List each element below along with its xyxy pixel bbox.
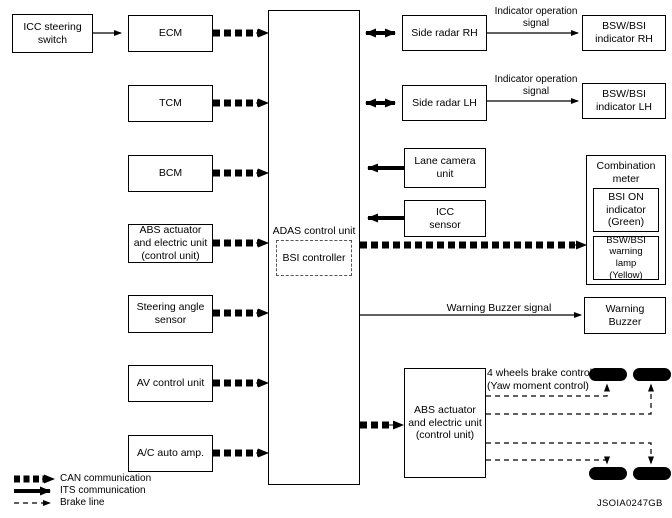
node-icc-sensor[interactable]: ICC sensor <box>404 200 486 237</box>
label-indicator-operation-signal-lh: Indicator operation signal <box>494 74 578 97</box>
node-bsw-bsi-indicator-rh[interactable]: BSW/BSI indicator RH <box>582 15 666 51</box>
node-label: BSI controller <box>282 251 346 264</box>
node-label: AV control unit <box>136 377 205 390</box>
node-icc-steering-switch[interactable]: ICC steering switch <box>12 14 93 53</box>
node-label: ICC steering switch <box>23 20 82 46</box>
node-bsi-on-indicator[interactable]: BSI ON indicator (Green) <box>593 188 659 232</box>
node-label: BCM <box>158 167 183 180</box>
node-ecm[interactable]: ECM <box>128 15 213 52</box>
can-links-left <box>213 29 258 457</box>
combination-meter-label: Combination meter <box>596 160 656 185</box>
node-label: BSW/BSI warning lamp (Yellow) <box>606 234 646 281</box>
node-label: A/C auto amp. <box>136 447 205 460</box>
legend-item-its: ITS communication <box>60 485 146 496</box>
node-label: ICC sensor <box>429 205 461 231</box>
node-label: Side radar RH <box>411 26 478 39</box>
node-label: BSW/BSI indicator RH <box>595 20 653 45</box>
legend-item-can: CAN communication <box>60 473 152 484</box>
node-label: Lane camera unit <box>414 155 476 180</box>
node-warning-buzzer[interactable]: Warning Buzzer <box>584 297 666 334</box>
wheel-rear-left <box>589 467 627 480</box>
wheel-front-left <box>589 368 627 381</box>
node-label: ABS actuator and electric unit (control … <box>133 224 208 262</box>
node-av-control-unit[interactable]: AV control unit <box>128 365 213 402</box>
node-label: BSW/BSI indicator LH <box>595 88 653 113</box>
wheel-front-right <box>633 368 671 381</box>
node-abs-actuator-right[interactable]: ABS actuator and electric unit (control … <box>404 368 486 478</box>
label-4-wheels-brake-control: 4 wheels brake control (Yaw moment contr… <box>487 367 593 392</box>
node-bsw-bsi-indicator-lh[interactable]: BSW/BSI indicator LH <box>582 83 666 119</box>
node-label: ABS actuator and electric unit (control … <box>408 403 482 442</box>
node-bsw-bsi-warning-lamp[interactable]: BSW/BSI warning lamp (Yellow) <box>593 234 659 281</box>
legend-item-brake: Brake line <box>60 497 105 508</box>
node-label: TCM <box>159 97 182 110</box>
node-abs-actuator-left[interactable]: ABS actuator and electric unit (control … <box>128 224 213 263</box>
node-side-radar-lh[interactable]: Side radar LH <box>402 85 487 121</box>
node-label: BSI ON indicator (Green) <box>606 190 646 229</box>
node-bsi-controller[interactable]: BSI controller <box>276 240 352 276</box>
node-bcm[interactable]: BCM <box>128 155 213 192</box>
label-indicator-operation-signal-rh: Indicator operation signal <box>494 6 578 29</box>
node-label: Side radar LH <box>412 96 477 109</box>
label-warning-buzzer-signal: Warning Buzzer signal <box>446 302 552 314</box>
figure-id: JSOIA0247GB <box>597 498 663 509</box>
node-label: Warning Buzzer <box>605 302 645 328</box>
node-side-radar-rh[interactable]: Side radar RH <box>402 15 487 51</box>
brake-lines <box>486 383 654 465</box>
node-label: ECM <box>158 27 183 40</box>
node-lane-camera-unit[interactable]: Lane camera unit <box>404 148 486 188</box>
wheel-rear-right <box>633 467 671 480</box>
node-steering-angle-sensor[interactable]: Steering angle sensor <box>128 295 213 333</box>
node-tcm[interactable]: TCM <box>128 85 213 122</box>
node-ac-auto-amp[interactable]: A/C auto amp. <box>128 435 213 472</box>
adas-control-unit-label: ADAS control unit <box>272 225 356 237</box>
can-links-left-arrowheads <box>256 28 269 458</box>
wheels <box>589 368 671 480</box>
node-label: Steering angle sensor <box>136 301 205 326</box>
